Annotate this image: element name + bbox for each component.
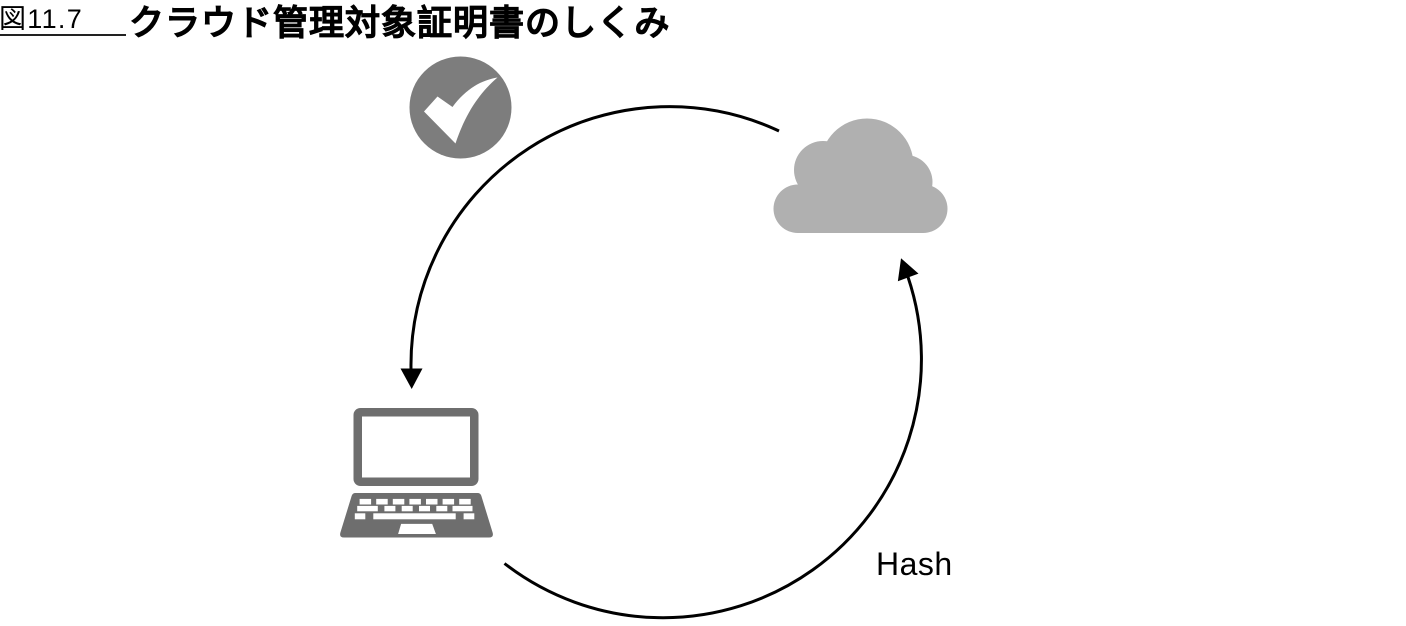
cloud-base bbox=[773, 184, 948, 233]
hash-label: Hash bbox=[876, 546, 953, 582]
arrowhead-up-icon bbox=[897, 258, 919, 282]
arc-laptop-to-cloud bbox=[503, 258, 923, 620]
check-badge-icon bbox=[409, 56, 512, 159]
cloud-icon bbox=[773, 118, 948, 233]
laptop-screen bbox=[362, 416, 470, 478]
laptop-touchpad bbox=[398, 523, 436, 534]
figure-number-underline bbox=[0, 34, 126, 36]
arc-cloud-to-laptop-line bbox=[409, 105, 780, 370]
arc-cloud-to-laptop bbox=[400, 105, 780, 389]
check-mark-icon bbox=[424, 77, 498, 144]
laptop-icon bbox=[340, 408, 493, 538]
arc-laptop-to-cloud-line bbox=[503, 276, 923, 620]
laptop-screen-and-keys bbox=[354, 416, 475, 534]
figure-number: 図11.7 bbox=[0, 4, 84, 34]
arrowhead-down-icon bbox=[400, 368, 423, 389]
figure-title: クラウド管理対象証明書のしくみ bbox=[129, 4, 671, 44]
